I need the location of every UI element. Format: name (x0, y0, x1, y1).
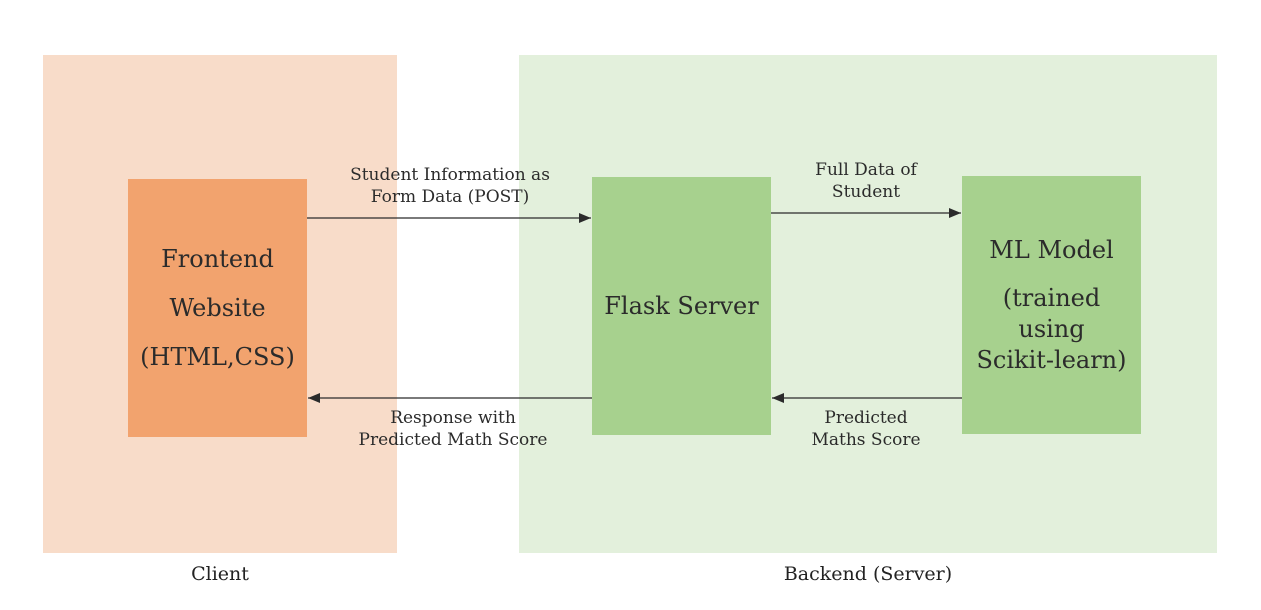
frontend-label-line-3: (HTML,CSS) (140, 342, 295, 371)
frontend-label-line-2: Website (169, 293, 266, 322)
full-data-label-line-2: Student (831, 182, 901, 202)
full-data-edge-label: Full Data of Student (771, 159, 961, 203)
flask-server-node: Flask Server (592, 177, 771, 435)
response-edge-label: Response with Predicted Math Score (323, 407, 583, 451)
predicted-score-edge-label: Predicted Maths Score (771, 407, 961, 451)
predicted-label-line-1: Predicted (824, 408, 908, 428)
ml-model-line-3: Scikit-learn) (976, 346, 1127, 374)
ml-model-line-2: using (1018, 315, 1085, 343)
request-label-line-1: Student Information as (350, 165, 550, 185)
ml-model-line-1: (trained (1002, 284, 1101, 312)
full-data-label-line-1: Full Data of (815, 160, 917, 180)
predicted-label-line-2: Maths Score (811, 430, 921, 450)
flask-server-label: Flask Server (604, 292, 759, 320)
response-label-line-2: Predicted Math Score (358, 430, 548, 450)
client-zone-label: Client (191, 563, 249, 585)
request-edge-label: Student Information as Form Data (POST) (320, 164, 580, 208)
request-label-line-2: Form Data (POST) (370, 187, 530, 207)
ml-model-title: ML Model (989, 236, 1114, 264)
ml-model-node: ML Model (trained using Scikit-learn) (962, 176, 1141, 434)
backend-zone-label: Backend (Server) (783, 563, 953, 585)
response-label-line-1: Response with (390, 408, 516, 428)
frontend-label-line-1: Frontend (161, 244, 274, 273)
frontend-website-node: Frontend Website (HTML,CSS) (128, 179, 307, 437)
